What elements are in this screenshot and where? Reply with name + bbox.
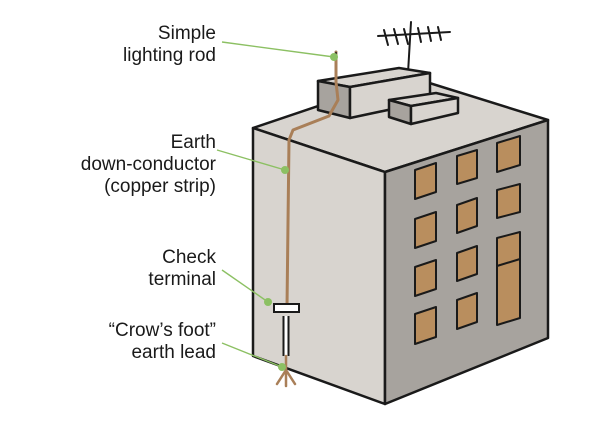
roof-structure-large (316, 66, 432, 120)
window (456, 245, 478, 282)
label-line: (copper strip) (104, 176, 216, 197)
label-check-terminal: Check terminal (148, 247, 216, 291)
check-terminal (273, 303, 300, 356)
windows (414, 135, 521, 345)
roof-structure-small (387, 91, 460, 126)
leader-dots (264, 53, 338, 371)
down-conductor-strip (285, 138, 291, 309)
crows-foot-earth-lead (275, 354, 297, 388)
label-line: earth lead (131, 342, 216, 363)
label-line: lighting rod (123, 45, 216, 66)
label-lightning-rod: Simple lighting rod (123, 23, 216, 67)
label-line: down-conductor (80, 154, 216, 175)
leader-lines (216, 41, 335, 368)
window (414, 162, 437, 200)
window (456, 292, 478, 330)
label-crows-foot: “Crow’s foot” earth lead (109, 320, 216, 364)
window (456, 197, 478, 234)
door-window (496, 258, 521, 326)
window (414, 306, 437, 345)
label-line: Check (162, 247, 216, 268)
window (496, 135, 521, 173)
label-line: Simple (157, 23, 216, 44)
label-line: Earth (170, 132, 216, 153)
label-line: “Crow’s foot” (108, 320, 216, 341)
label-down-conductor: Earth down-conductor (copper strip) (81, 132, 216, 198)
label-line: terminal (148, 269, 216, 290)
window (414, 259, 437, 297)
window (414, 211, 437, 249)
window (496, 183, 521, 219)
tv-antenna-icon (377, 21, 451, 74)
window (456, 149, 478, 185)
roof-strip (287, 80, 340, 142)
